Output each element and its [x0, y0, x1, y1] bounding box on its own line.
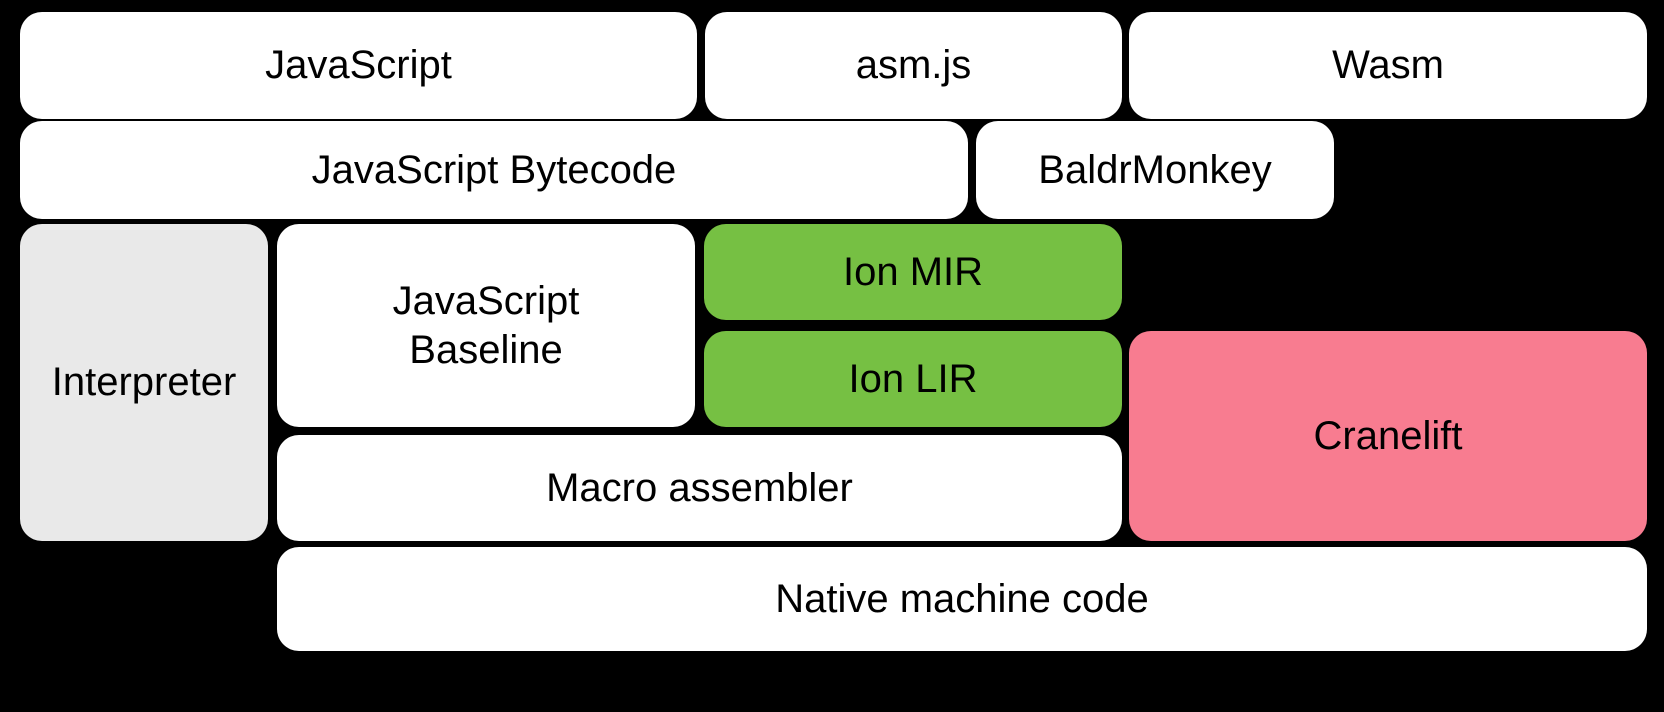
node-ion-mir: Ion MIR	[704, 224, 1122, 320]
node-javascript: JavaScript	[20, 12, 697, 119]
node-javascript-bytecode-label: JavaScript Bytecode	[311, 147, 677, 192]
node-ion-lir-label: Ion LIR	[848, 356, 978, 401]
node-ion-mir-label: Ion MIR	[842, 249, 984, 294]
node-javascript-baseline-label: JavaScript Baseline	[392, 278, 580, 372]
node-baldrmonkey: BaldrMonkey	[976, 121, 1334, 219]
node-asm-js-label: asm.js	[855, 43, 972, 88]
node-asm-js: asm.js	[705, 12, 1122, 119]
node-wasm-label: Wasm	[1332, 43, 1444, 88]
node-macro-assembler: Macro assembler	[277, 435, 1122, 541]
node-cranelift: Cranelift	[1129, 331, 1647, 541]
node-javascript-baseline: JavaScript Baseline	[277, 224, 695, 427]
node-javascript-bytecode: JavaScript Bytecode	[20, 121, 968, 219]
node-javascript-label: JavaScript	[265, 43, 452, 88]
node-cranelift-label: Cranelift	[1313, 413, 1463, 458]
node-wasm: Wasm	[1129, 12, 1647, 119]
node-baldrmonkey-label: BaldrMonkey	[1038, 147, 1272, 192]
node-ion-lir: Ion LIR	[704, 331, 1122, 427]
node-interpreter-label: Interpreter	[51, 360, 237, 405]
node-interpreter: Interpreter	[20, 224, 268, 541]
node-macro-assembler-label: Macro assembler	[546, 465, 853, 510]
node-native-machine-code-label: Native machine code	[775, 576, 1149, 621]
node-native-machine-code: Native machine code	[277, 547, 1647, 651]
